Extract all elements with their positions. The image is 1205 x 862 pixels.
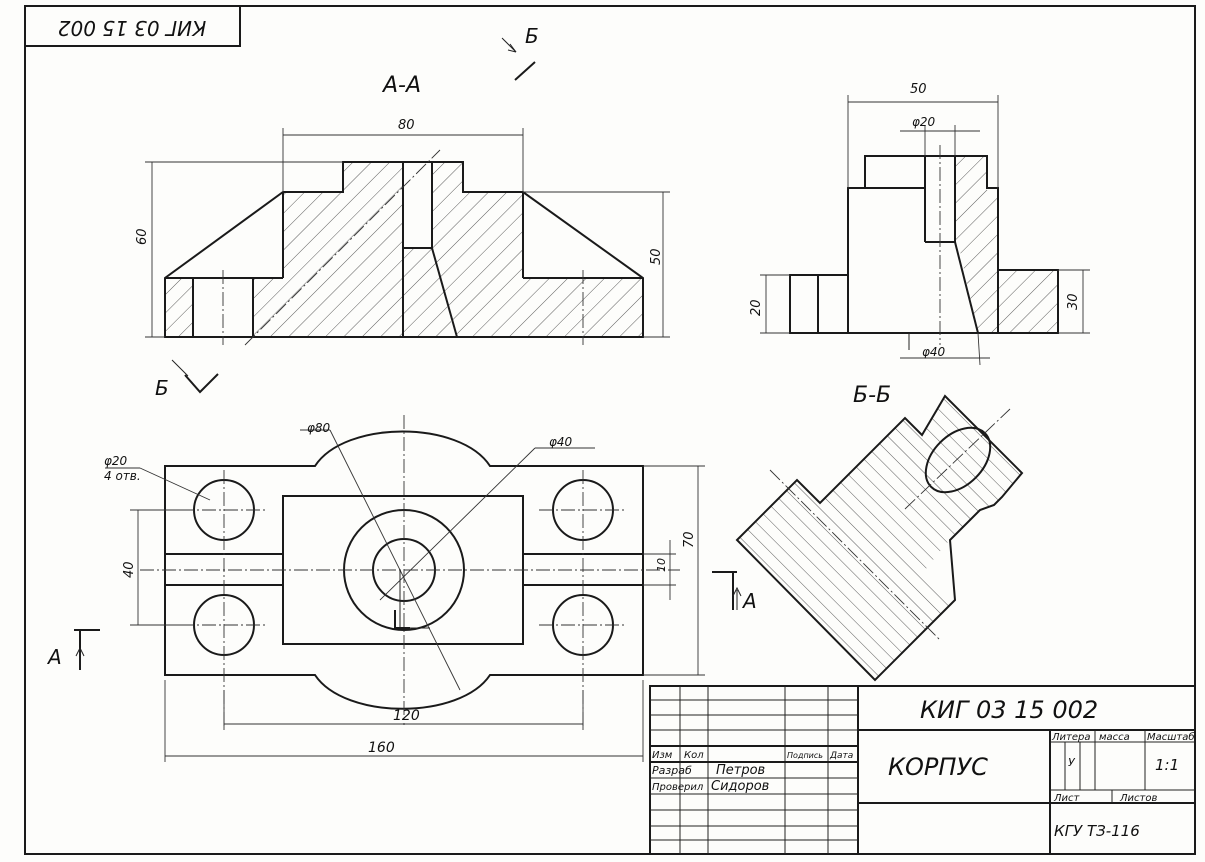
cut-marker-a-left: А xyxy=(46,629,100,670)
title-doc-number: КИГ 03 15 002 xyxy=(920,696,1098,724)
masshtab-label: Масштаб xyxy=(1147,731,1195,743)
cut-marker-b-top: Б xyxy=(501,24,539,81)
dim-50-right: 50 xyxy=(910,82,927,97)
dim-40: 40 xyxy=(122,561,137,578)
side-view xyxy=(760,95,1090,366)
dim-phi40-right: φ40 xyxy=(922,345,946,359)
dim-160: 160 xyxy=(368,740,395,756)
dim-120: 120 xyxy=(393,708,420,724)
cut-marker-b-bottom: Б xyxy=(155,359,219,400)
dim-60: 60 xyxy=(135,228,150,245)
litera-label: Литера xyxy=(1051,732,1090,743)
massa-label: масса xyxy=(1099,732,1130,743)
title-block xyxy=(649,685,1196,855)
dim-10: 10 xyxy=(655,558,668,572)
proveril-name: Сидоров xyxy=(711,779,769,794)
dim-phi20-right: φ20 xyxy=(912,115,936,129)
dim-holes-count: 4 отв. xyxy=(104,469,141,483)
dim-phi20-plan: φ20 xyxy=(104,454,128,468)
row-proveril: Проверил xyxy=(652,782,704,793)
row-razrab: Разраб xyxy=(652,764,692,777)
svg-text:Б: Б xyxy=(155,376,169,400)
svg-text:А: А xyxy=(741,589,757,613)
svg-text:Б: Б xyxy=(525,24,539,48)
razrab-name: Петров xyxy=(716,763,765,778)
list-label: Лист xyxy=(1053,793,1081,804)
organization: КГУ ТЗ-116 xyxy=(1054,822,1140,840)
section-bb-view xyxy=(735,394,1024,682)
section-aa-view xyxy=(145,128,670,346)
col-kol: Кол xyxy=(684,750,704,761)
dim-20: 20 xyxy=(749,299,764,316)
title-part-name: КОРПУС xyxy=(888,753,988,781)
plan-view xyxy=(105,415,705,762)
sheet-frame xyxy=(24,5,1196,855)
col-izm: Изм xyxy=(652,750,673,761)
dim-phi80: φ80 xyxy=(307,421,331,435)
col-podpis: Подпись xyxy=(787,751,823,760)
dim-80-top: 80 xyxy=(398,118,415,133)
listov-label: Листов xyxy=(1119,793,1157,804)
section-bb-title: Б-Б xyxy=(853,383,891,408)
dim-50-left: 50 xyxy=(649,248,664,265)
svg-text:А: А xyxy=(46,645,62,669)
corner-stamp-box xyxy=(24,5,241,47)
col-data: Дата xyxy=(829,751,853,761)
corner-doc-number: КИГ 03 15 002 xyxy=(58,16,206,40)
section-aa-title: А-А xyxy=(381,73,421,98)
dim-phi40-plan: φ40 xyxy=(549,435,573,449)
cut-marker-a-right: А xyxy=(712,571,757,613)
litera-value: У xyxy=(1068,756,1076,769)
dim-30: 30 xyxy=(1066,293,1081,310)
scale-value: 1:1 xyxy=(1155,756,1179,774)
dim-70: 70 xyxy=(682,531,697,548)
